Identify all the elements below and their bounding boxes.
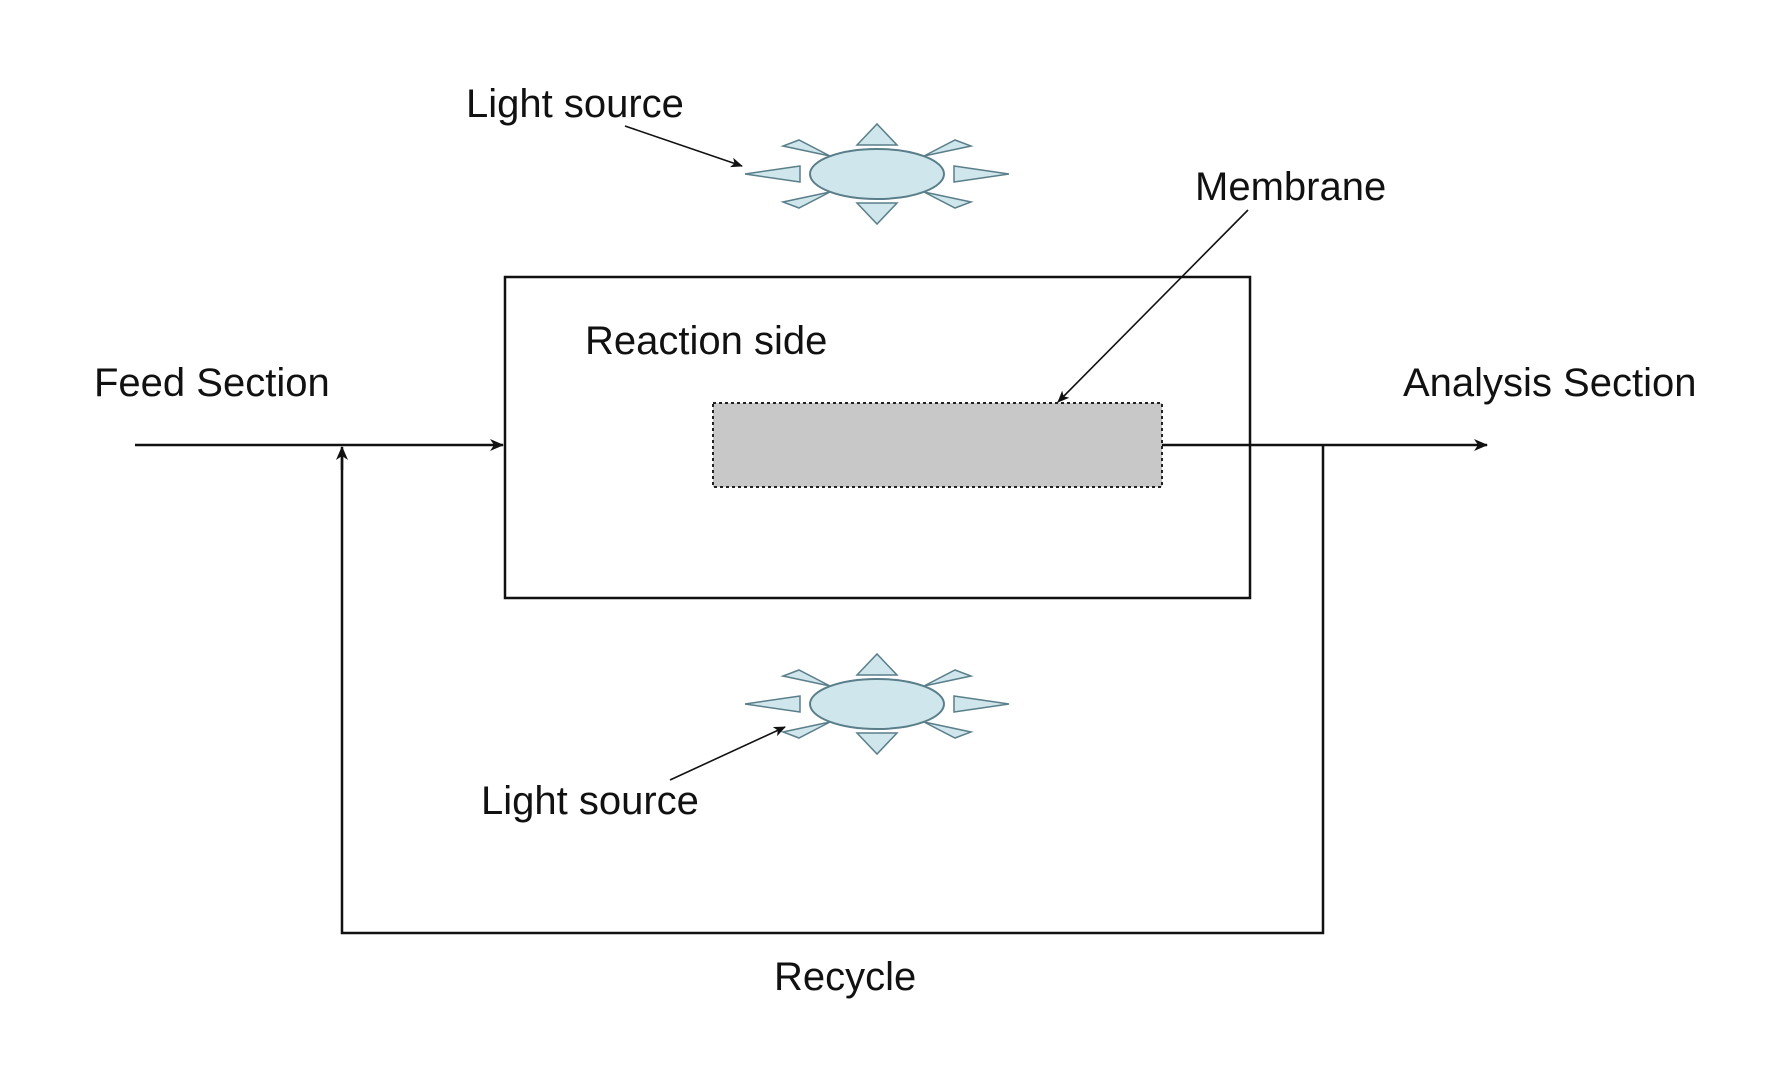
leader-light-source-top [624, 125, 743, 168]
label-analysis-section: Analysis Section [1403, 361, 1696, 405]
label-feed-section: Feed Section [94, 361, 330, 405]
label-light-source-top: Light source [466, 82, 684, 126]
leader-membrane [1057, 209, 1249, 403]
label-recycle: Recycle [774, 955, 916, 999]
recycle-loop [340, 445, 1325, 935]
membrane [712, 402, 1163, 488]
sun-icon [744, 652, 1010, 756]
sun-icon [744, 122, 1010, 226]
leader-light-source-bottom [669, 726, 786, 781]
label-membrane: Membrane [1195, 165, 1386, 209]
label-reaction-side: Reaction side [585, 319, 827, 363]
reactor-box [503, 275, 1252, 600]
label-light-source-bottom: Light source [481, 779, 699, 823]
